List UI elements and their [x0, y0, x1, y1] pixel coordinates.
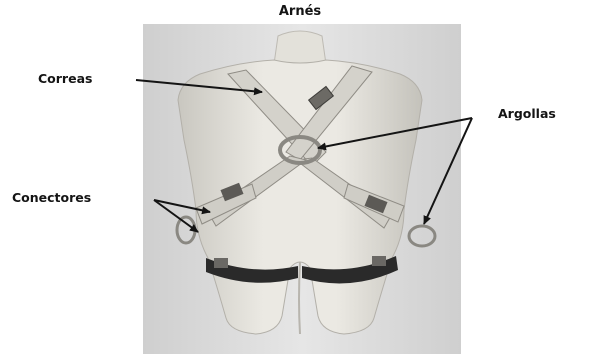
label-correas: Correas — [38, 71, 92, 86]
label-argollas: Argollas — [498, 106, 556, 121]
label-conectores: Conectores — [12, 190, 91, 205]
